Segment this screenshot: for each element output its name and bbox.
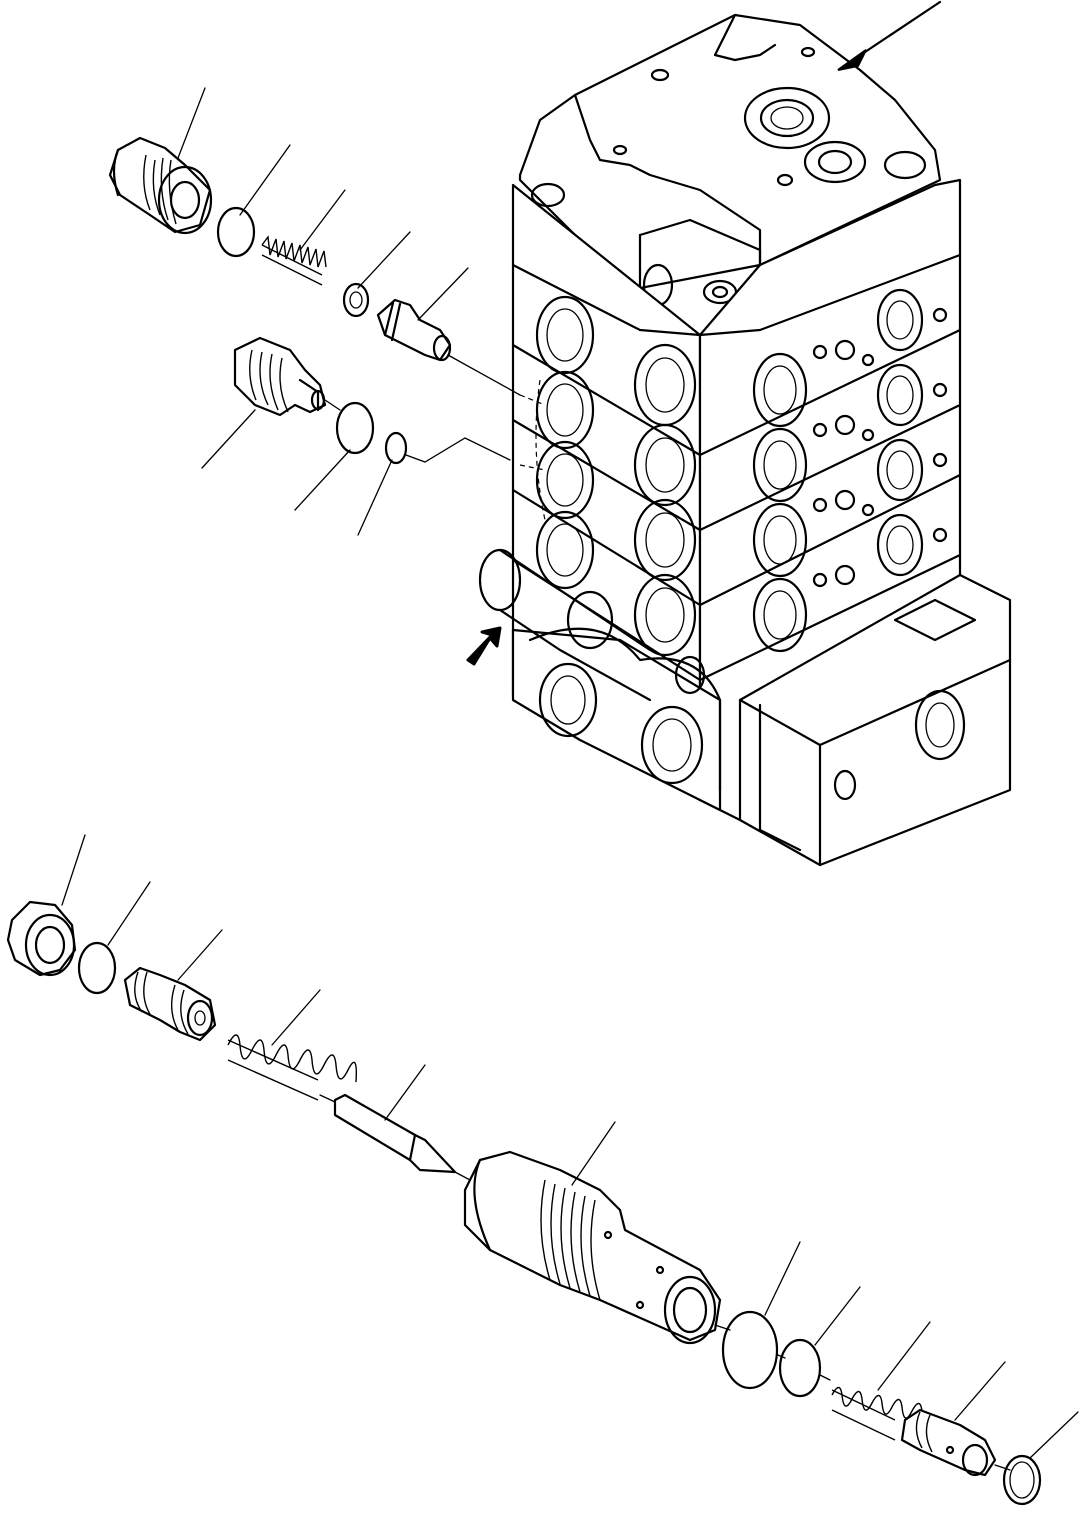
o-ring-lower-small bbox=[778, 1338, 822, 1398]
backup-ring bbox=[384, 431, 408, 465]
poppet bbox=[376, 298, 452, 362]
top-pointer-arrow bbox=[837, 0, 942, 71]
spring-upper bbox=[261, 235, 327, 286]
o-ring-middle bbox=[335, 401, 375, 455]
o-ring-lower bbox=[77, 941, 117, 995]
plug-upper bbox=[108, 136, 213, 235]
bottom-safety-valve-parts bbox=[6, 900, 1042, 1506]
install-direction-arrow bbox=[466, 626, 502, 666]
callout-leader-lines bbox=[61, 87, 1079, 1459]
seat-ring bbox=[342, 282, 370, 318]
plug-middle bbox=[233, 336, 327, 417]
o-ring-upper bbox=[216, 206, 256, 258]
spring-small bbox=[831, 1386, 929, 1441]
top-relief-valve-parts bbox=[108, 136, 521, 465]
snap-ring bbox=[1002, 1454, 1042, 1506]
piston bbox=[900, 1408, 997, 1477]
sleeve bbox=[463, 1150, 722, 1345]
control-valve-body bbox=[478, 13, 1012, 867]
adjust-screw bbox=[123, 966, 217, 1042]
spring-lower bbox=[227, 1034, 358, 1101]
lock-nut bbox=[6, 900, 77, 977]
o-ring-lower-large bbox=[721, 1310, 779, 1390]
